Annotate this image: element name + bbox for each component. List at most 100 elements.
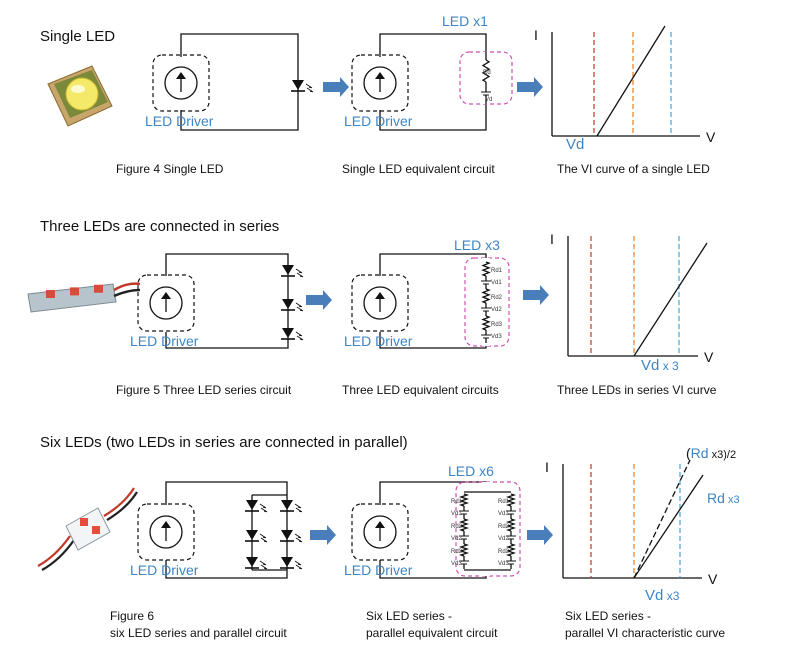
resistor-icon: [505, 543, 517, 557]
slope-label: Rd x3: [707, 490, 740, 506]
driver-box: [351, 274, 409, 332]
vi-line: [596, 25, 666, 137]
component-label: Rd2: [451, 524, 463, 530]
led-symbol-icon: [245, 500, 268, 513]
driver-label: LED Driver: [344, 333, 413, 349]
driver-box: [137, 274, 195, 332]
led-symbol-icon: [280, 530, 303, 543]
led-count-label: LED x3: [454, 237, 500, 253]
section-heading: Single LED: [40, 28, 115, 45]
component-label: Rd1: [451, 499, 463, 505]
vi-curve-graph: I V Vd: [534, 25, 716, 153]
section-six-leds: Six LEDs (two LEDs in series are connect…: [37, 434, 740, 640]
component-label: Vd1: [498, 511, 509, 517]
three-led-circuit: LED Driver: [130, 253, 304, 349]
driver-label: LED Driver: [130, 333, 199, 349]
driver-box: [152, 54, 210, 112]
figure-caption: six LED series and parallel circuit: [110, 626, 287, 640]
figure-caption: Six LED series -: [366, 609, 452, 623]
resistor-icon: [458, 493, 470, 507]
slope-label: (Rd x3)/2: [686, 445, 736, 461]
threshold-voltage-label: Vd: [566, 136, 584, 153]
led-driver: LED Driver: [344, 274, 413, 349]
figure-caption: Three LED equivalent circuits: [342, 383, 499, 397]
y-axis-label: I: [534, 27, 538, 43]
section-heading: Three LEDs are connected in series: [40, 218, 279, 235]
component-label: Rd3: [491, 322, 503, 328]
resistor-icon: [481, 261, 491, 277]
y-axis-label: I: [545, 459, 549, 475]
component-label: Rd1: [491, 268, 503, 274]
six-led-circuit: LED Driver: [130, 481, 303, 579]
figure-caption: parallel equivalent circuit: [366, 626, 498, 640]
figure-caption: Figure 6: [110, 609, 154, 623]
x-axis-label: V: [706, 129, 716, 145]
component-label: Vd3: [451, 561, 462, 567]
led-symbol-icon: [245, 557, 268, 570]
led-symbol-icon: [281, 299, 304, 312]
resistor-icon: [481, 288, 491, 304]
component-label: Vd: [485, 97, 492, 103]
flow-arrow-icon: [527, 525, 553, 545]
y-axis-label: I: [550, 231, 554, 247]
figure-caption: parallel VI characteristic curve: [565, 626, 725, 640]
component-label: Vd2: [491, 307, 502, 313]
vi-line: [633, 474, 704, 579]
arrow-up-icon: [375, 521, 385, 528]
driver-box: [351, 54, 409, 112]
resistor-icon: [458, 518, 470, 532]
figure-caption: Six LED series -: [565, 609, 651, 623]
led-symbol-icon: [281, 328, 304, 341]
current-source-icon: [149, 286, 183, 320]
current-source-icon: [363, 66, 397, 100]
resistor-icon: [481, 315, 491, 331]
component-label: Rd2: [498, 524, 510, 530]
led-symbol-icon: [291, 80, 314, 93]
driver-label: LED Driver: [145, 113, 214, 129]
vi-line: [633, 242, 708, 357]
driver-box: [351, 503, 409, 561]
led-count-label: LED x1: [442, 13, 488, 29]
vi-line-parallel: [633, 459, 691, 579]
component-label: Vd1: [451, 511, 462, 517]
equivalent-box: [464, 257, 510, 347]
current-source-icon: [363, 286, 397, 320]
resistor-icon: [458, 543, 470, 557]
led-driver: LED Driver: [130, 274, 199, 349]
led-driver: LED Driver: [344, 503, 413, 578]
driver-label: LED Driver: [344, 562, 413, 578]
current-source-icon: [363, 515, 397, 549]
component-label: Rd3: [451, 549, 463, 555]
led-driver: LED Driver: [145, 54, 214, 129]
driver-label: LED Driver: [130, 562, 199, 578]
figure-caption: Figure 4 Single LED: [116, 162, 224, 176]
component-label: Rd: [483, 70, 491, 76]
arrow-up-icon: [161, 292, 171, 299]
led-driver: LED Driver: [344, 54, 413, 129]
arrow-up-icon: [176, 72, 186, 79]
component-label: Rd1: [498, 499, 510, 505]
flow-arrow-icon: [517, 77, 543, 97]
led-symbol-icon: [245, 530, 268, 543]
flow-arrow-icon: [310, 525, 336, 545]
led-symbol-icon: [280, 557, 303, 570]
figure-caption: The VI curve of a single LED: [557, 162, 710, 176]
component-label: Vd1: [491, 280, 502, 286]
led-driver: LED Driver: [130, 503, 199, 578]
single-led-photo: [47, 65, 113, 127]
arrow-up-icon: [375, 292, 385, 299]
single-led-circuit: LED Driver: [145, 33, 314, 131]
section-heading: Six LEDs (two LEDs in series are connect…: [40, 434, 408, 451]
led-count-label: LED x6: [448, 463, 494, 479]
figure-caption: Single LED equivalent circuit: [342, 162, 495, 176]
led-symbol-icon: [280, 500, 303, 513]
arrow-up-icon: [161, 521, 171, 528]
